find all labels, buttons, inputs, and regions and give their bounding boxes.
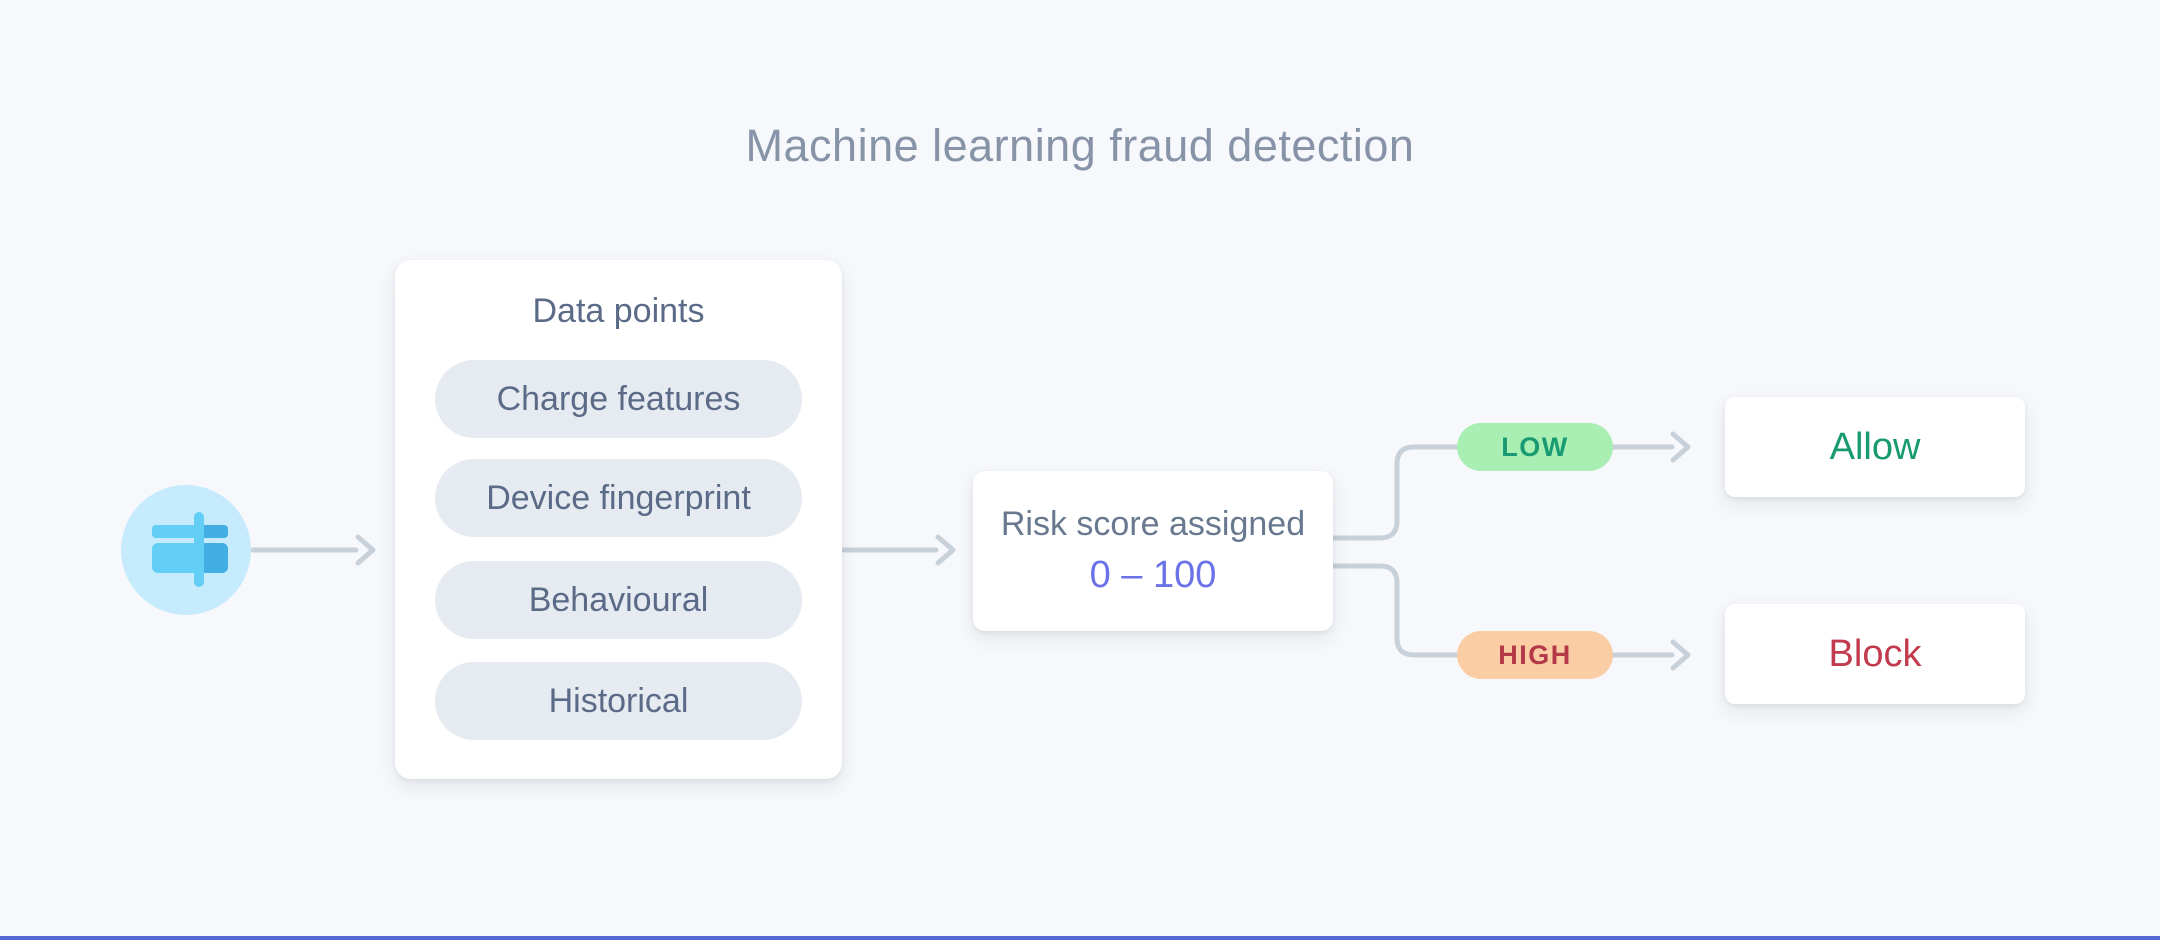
risk-score-card: Risk score assigned 0 – 100	[973, 471, 1333, 631]
low-risk-badge: LOW	[1457, 423, 1613, 471]
block-outcome-card: Block	[1725, 604, 2025, 704]
card-body-right	[200, 543, 228, 573]
arrowhead-datapoints-to-risk-icon	[935, 534, 956, 566]
high-risk-badge: HIGH	[1457, 631, 1613, 679]
card-stripe-right	[200, 525, 228, 538]
allow-outcome-card: Allow	[1725, 397, 2025, 497]
data-points-card: Data points Charge features Device finge…	[395, 260, 842, 779]
credit-card-icon-graphic	[121, 485, 251, 615]
block-label: Block	[1828, 632, 1922, 675]
data-point-pill-device-fingerprint: Device fingerprint	[435, 459, 802, 537]
data-point-pill-charge-features: Charge features	[435, 360, 802, 438]
card-vertical-bar	[194, 512, 204, 587]
risk-score-range: 0 – 100	[1089, 554, 1217, 596]
data-point-pill-historical: Historical	[435, 662, 802, 740]
data-point-pill-behavioural: Behavioural	[435, 561, 802, 639]
allow-label: Allow	[1829, 425, 1921, 468]
card-body-left	[152, 543, 204, 573]
connector-risk-to-high	[1330, 563, 1463, 658]
risk-score-label: Risk score assigned	[1000, 505, 1306, 543]
diagram-title: Machine learning fraud detection	[745, 120, 1415, 171]
credit-card-icon	[121, 485, 251, 615]
bottom-accent-bar	[0, 936, 2160, 940]
data-points-title: Data points	[532, 292, 705, 330]
arrowhead-low-to-allow-icon	[1670, 431, 1691, 463]
card-stripe-left	[152, 525, 204, 538]
connector-risk-to-low	[1330, 444, 1463, 541]
arrowhead-source-to-datapoints-icon	[355, 534, 376, 566]
arrowhead-high-to-block-icon	[1670, 639, 1691, 671]
